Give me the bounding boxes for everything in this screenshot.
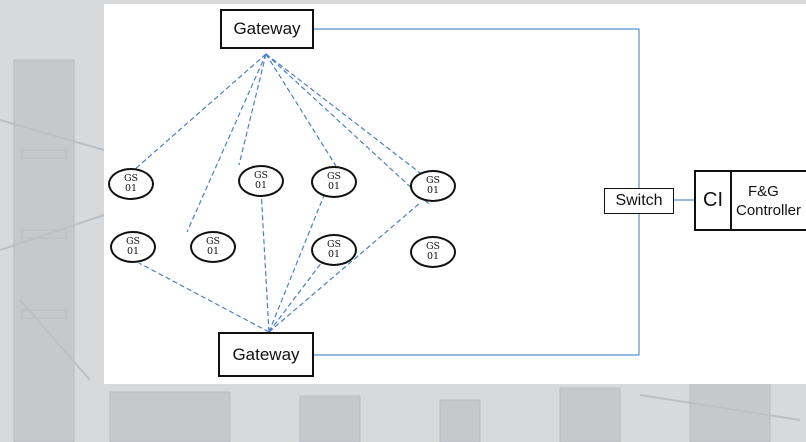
gas-sensor-node: GS 01 xyxy=(311,234,357,266)
link-top-n3 xyxy=(265,53,337,167)
node-label-id: 01 xyxy=(206,246,220,257)
connection-lines xyxy=(133,28,694,356)
gas-sensor-node: GS 01 xyxy=(190,231,236,263)
node-label-gs: GS xyxy=(326,171,342,182)
gas-sensor-node: GS 01 xyxy=(108,168,154,200)
node-label-id: 01 xyxy=(426,185,440,196)
link-top-n6 xyxy=(265,53,425,177)
node-label-gs: GS xyxy=(125,236,141,247)
fg-controller-label-line1: F&G xyxy=(748,182,779,200)
fg-controller-label-line2: Controller xyxy=(736,201,802,219)
gas-sensor-node: GS 01 xyxy=(238,165,284,197)
gas-sensor-node: GS 01 xyxy=(110,231,156,263)
gateway-top-label: Gateway xyxy=(233,19,301,38)
link-bot-n1 xyxy=(138,262,270,333)
link-top-n5 xyxy=(265,53,430,205)
node-label-gs: GS xyxy=(326,239,342,250)
node-label-id: 01 xyxy=(124,183,138,194)
node-label-gs: GS xyxy=(205,236,221,247)
gateway-top: Gateway xyxy=(220,9,314,49)
node-label-id: 01 xyxy=(426,251,440,262)
wire-top-gateway-to-switch xyxy=(314,28,640,189)
diagram-panel: Gateway Gateway Switch CI F&G Controller… xyxy=(104,4,806,384)
link-top-n1 xyxy=(133,53,267,171)
link-top-n4 xyxy=(186,53,267,233)
gas-sensor-node: GS 01 xyxy=(311,166,357,198)
switch-label: Switch xyxy=(615,192,663,209)
node-label-id: 01 xyxy=(254,180,268,191)
node-label-gs: GS xyxy=(123,173,139,184)
node-label-gs: GS xyxy=(425,175,441,186)
node-label-id: 01 xyxy=(327,181,341,192)
gas-sensor-node: GS 01 xyxy=(410,170,456,202)
gateway-bottom: Gateway xyxy=(218,332,314,377)
wire-bottom-gateway-to-switch xyxy=(314,214,640,356)
node-label-gs: GS xyxy=(253,170,269,181)
link-bot-n3 xyxy=(268,177,332,333)
link-bot-n2 xyxy=(260,188,270,333)
wireless-links xyxy=(133,53,430,333)
node-label-id: 01 xyxy=(126,246,140,257)
link-bot-n5 xyxy=(268,202,421,333)
link-top-n2 xyxy=(238,53,267,166)
node-label-gs: GS xyxy=(425,241,441,252)
gateway-bottom-label: Gateway xyxy=(232,344,300,364)
fg-controller-box: F&G Controller xyxy=(730,170,806,231)
gas-sensor-node: GS 01 xyxy=(410,236,456,268)
switch-box: Switch xyxy=(604,188,674,214)
node-label-id: 01 xyxy=(327,249,341,260)
wired-links xyxy=(314,28,694,356)
ci-label: CI xyxy=(703,189,723,211)
ci-box: CI xyxy=(694,170,730,231)
link-bot-n4 xyxy=(268,261,323,333)
